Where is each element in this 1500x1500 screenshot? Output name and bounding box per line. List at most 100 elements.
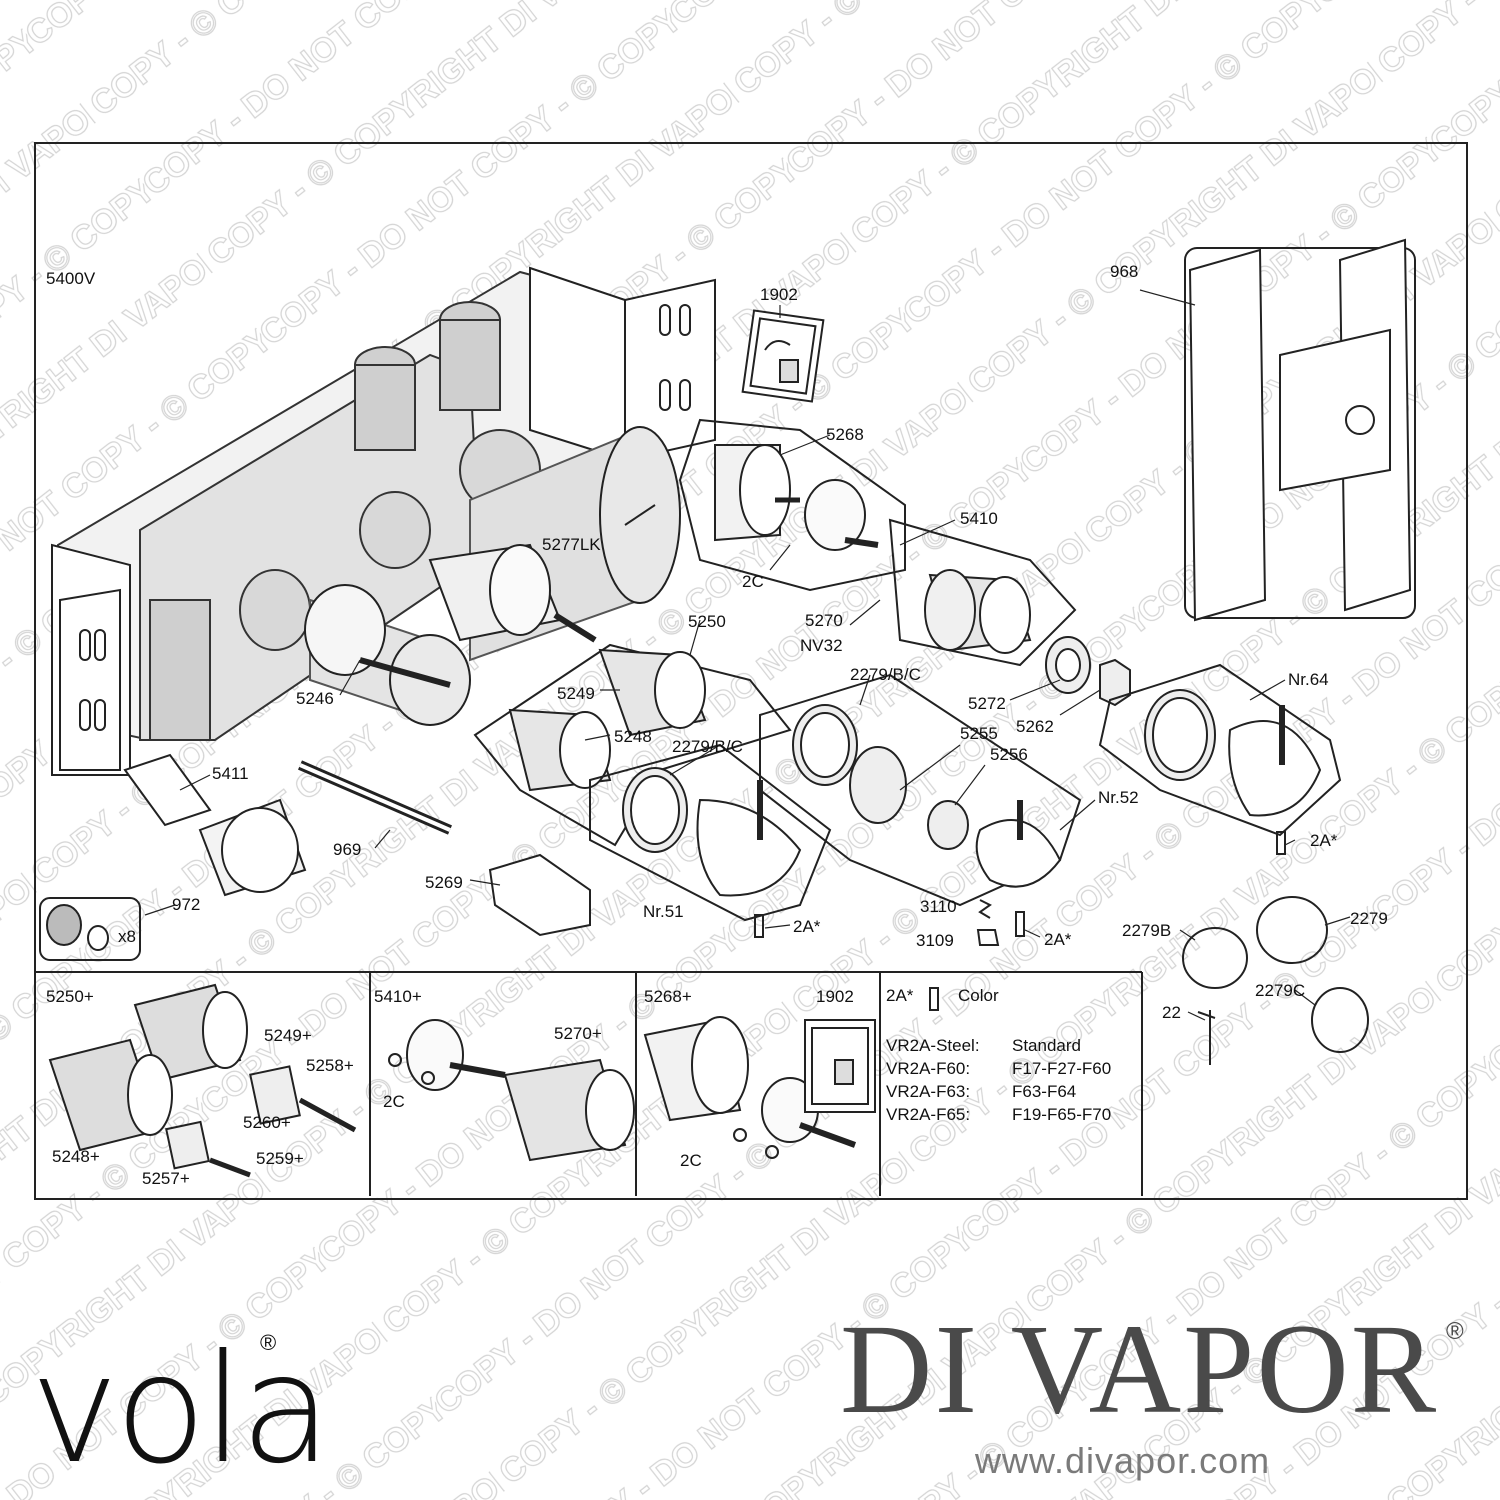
- part-968-brackets: [1184, 238, 1416, 622]
- kit-title-5410: 5410+: [374, 987, 422, 1006]
- legend-code: VR2A-F65:: [886, 1105, 971, 1124]
- label-5250: 5250: [688, 612, 726, 631]
- outline-nr64: [1098, 663, 1342, 837]
- handle-nr64: [1228, 705, 1322, 817]
- label-2279: 2279: [1350, 909, 1388, 928]
- divapor-logo: DI VAPOR: [840, 1298, 1439, 1440]
- part-5268-cartridge: [714, 444, 800, 542]
- pin-2a-3: [1276, 831, 1286, 855]
- label-nr64: Nr.64: [1288, 670, 1329, 689]
- label-5246: 5246: [296, 689, 334, 708]
- kit-label-5258: 5258+: [306, 1056, 354, 1075]
- label-2279c: 2279C: [1255, 981, 1306, 1000]
- legend-code: VR2A-F63:: [886, 1082, 971, 1101]
- part-5262-nut: [1099, 658, 1131, 707]
- label-972: 972: [172, 895, 201, 914]
- label-3110: 3110: [920, 897, 957, 916]
- label-x8: x8: [118, 927, 136, 946]
- part-thermostatic-cartridge: [428, 543, 597, 643]
- label-2c-top: 2C: [742, 572, 764, 591]
- label-5270: 5270: [805, 611, 843, 630]
- kit-label-5270: 5270+: [554, 1024, 602, 1043]
- kit-label-5257: 5257+: [142, 1169, 190, 1188]
- part-5246-cartridge: [304, 584, 471, 726]
- label-nv32: NV32: [800, 636, 843, 655]
- legend-value: F19-F65-F70: [1012, 1105, 1112, 1124]
- label-5262: 5262: [1016, 717, 1054, 736]
- kit-label-5260: 5260+: [243, 1113, 291, 1132]
- diagram-frame: [34, 142, 1468, 1200]
- part-3109: [976, 929, 1000, 946]
- label-5410: 5410: [960, 509, 998, 528]
- ring-2279c: [1311, 987, 1369, 1053]
- kit-label-5248: 5248+: [52, 1147, 100, 1166]
- label-2a-2: 2A*: [1044, 930, 1072, 949]
- vola-registered-mark: ®: [260, 1330, 277, 1355]
- label-5256: 5256: [990, 745, 1028, 764]
- part-5410-sleeve: [924, 569, 1032, 654]
- label-5249: 5249: [557, 684, 595, 703]
- legend-key: 2A*: [886, 986, 914, 1005]
- part-972-box: [39, 897, 141, 961]
- label-5268: 5268: [826, 425, 864, 444]
- label-5248: 5248: [614, 727, 652, 746]
- kit-title-5268: 5268+: [644, 987, 692, 1006]
- legend-code: VR2A-Steel:: [886, 1036, 980, 1055]
- pin-2a-2: [1015, 911, 1025, 937]
- label-968: 968: [1110, 262, 1139, 281]
- hex-key-22: [1197, 1010, 1216, 1065]
- legend-code: VR2A-F60:: [886, 1059, 971, 1078]
- model-label-5400v: 5400V: [46, 269, 96, 288]
- outline-5268: [678, 418, 906, 592]
- label-1902: 1902: [760, 285, 798, 304]
- divapor-registered-mark: ®: [1446, 1318, 1464, 1345]
- spring-3110: [978, 899, 992, 919]
- ring-2279: [1256, 896, 1328, 964]
- kit-5250-drawing: [48, 983, 357, 1178]
- kit-title-5250: 5250+: [46, 987, 94, 1006]
- label-5411: 5411: [212, 764, 249, 783]
- part-1902-label: [741, 309, 825, 403]
- handle-nr51: [696, 780, 802, 897]
- label-2279bc-b: 2279/B/C: [672, 737, 743, 756]
- label-2a-3: 2A*: [1310, 831, 1338, 850]
- legend-heading: Color: [958, 986, 999, 1005]
- label-5272: 5272: [968, 694, 1006, 713]
- part-5269-hex: [488, 853, 591, 937]
- part-5256-bush: [927, 800, 969, 850]
- label-nr52: Nr.52: [1098, 788, 1139, 807]
- label-5255: 5255: [960, 724, 998, 743]
- ring-2279b: [1182, 927, 1248, 989]
- mounting-bracket-top: [529, 266, 716, 462]
- label-22: 22: [1162, 1003, 1181, 1022]
- kit-label-5259: 5259+: [256, 1149, 304, 1168]
- kit-label-2c: 2C: [383, 1092, 405, 1111]
- kit-5410-drawing: [388, 1019, 635, 1162]
- label-2279bc-a: 2279/B/C: [850, 665, 921, 684]
- label-2279b: 2279B: [1122, 921, 1172, 940]
- leader-lines: [144, 289, 1351, 1021]
- vola-logo: vola: [30, 1323, 332, 1497]
- handle-nr52: [975, 800, 1062, 888]
- outline-5410: [888, 518, 1077, 667]
- legend-value: Standard: [1012, 1036, 1081, 1055]
- kit-label-2c: 2C: [680, 1151, 702, 1170]
- part-5270-spindle: [804, 479, 879, 551]
- label-5277lk: 5277LK: [542, 535, 601, 554]
- kit-label-1902: 1902: [816, 987, 854, 1006]
- label-2a-1: 2A*: [793, 917, 821, 936]
- label-969: 969: [333, 840, 362, 859]
- kit-5268-drawing: [643, 1016, 876, 1159]
- pin-2a-1: [754, 914, 764, 938]
- website-url: www.divapor.com: [975, 1440, 1271, 1481]
- part-5255-disc: [849, 746, 907, 824]
- part-5411-extension: [123, 753, 307, 897]
- label-3109: 3109: [916, 931, 954, 950]
- legend-value: F17-F27-F60: [1012, 1059, 1112, 1078]
- label-nr51: Nr.51: [643, 902, 684, 921]
- legend-pin-icon: [929, 987, 939, 1011]
- legend-value: F63-F64: [1012, 1082, 1077, 1101]
- mounting-bracket-left: [51, 543, 131, 776]
- label-5269: 5269: [425, 873, 463, 892]
